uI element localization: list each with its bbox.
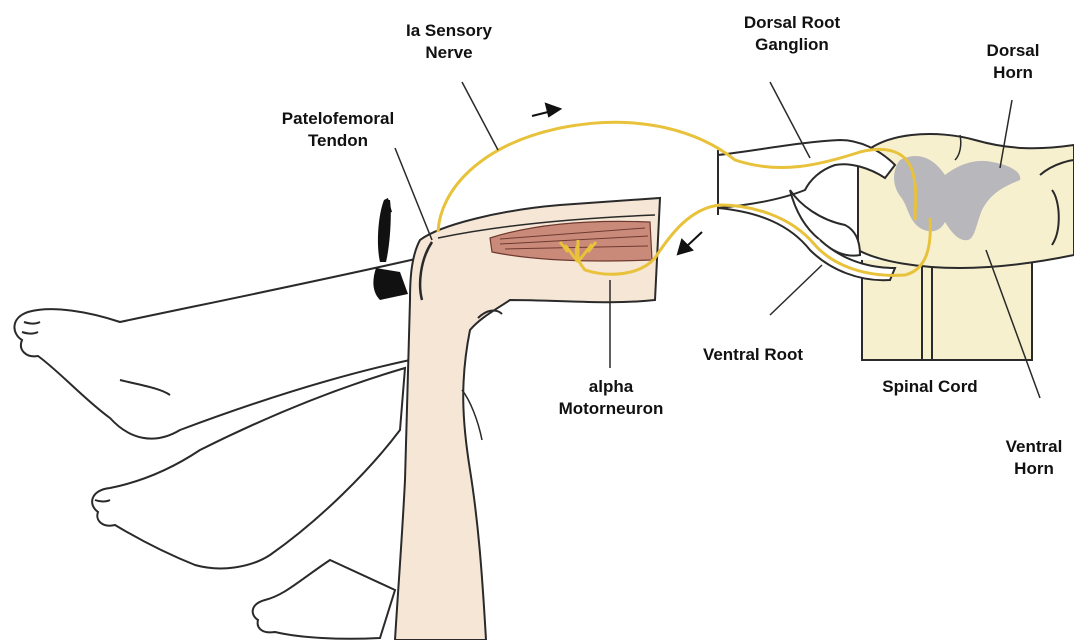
ventral-root-label: Ventral Root: [703, 344, 803, 366]
motorneuron-label-line1: alpha: [559, 376, 664, 398]
reflex-hammer: [373, 198, 408, 300]
drg-label-line2: Ganglion: [744, 34, 840, 56]
leader-sensory-nerve: [462, 82, 498, 150]
drg-label-line1: Dorsal Root: [744, 12, 840, 34]
spinal-cord-cross-section: [858, 134, 1074, 268]
motorneuron-label-line2: Motorneuron: [559, 398, 664, 420]
sensory-nerve-label-line2: Nerve: [406, 42, 492, 64]
spinal-cord-label-text: Spinal Cord: [882, 376, 977, 398]
ventral-horn-label-line2: Horn: [1006, 458, 1063, 480]
tendon-label-line2: Tendon: [282, 130, 394, 152]
dorsal-horn-label: Dorsal Horn: [987, 40, 1040, 84]
tendon-label-line1: Patelofemoral: [282, 108, 394, 130]
afferent-arrow: [532, 104, 560, 116]
leader-ventral-root: [770, 265, 822, 315]
leg-lower-position: [253, 560, 395, 639]
drg-label: Dorsal Root Ganglion: [744, 12, 840, 56]
motorneuron-label: alpha Motorneuron: [559, 376, 664, 420]
ventral-horn-label-line1: Ventral: [1006, 436, 1063, 458]
dorsal-horn-label-line1: Dorsal: [987, 40, 1040, 62]
sensory-nerve-label-line1: Ia Sensory: [406, 20, 492, 42]
efferent-arrow: [678, 232, 702, 254]
ventral-horn-label: Ventral Horn: [1006, 436, 1063, 480]
spinal-cord-label: Spinal Cord: [882, 376, 977, 398]
tendon-label: Patelofemoral Tendon: [282, 108, 394, 152]
dorsal-horn-label-line2: Horn: [987, 62, 1040, 84]
leader-tendon: [395, 148, 432, 240]
sensory-nerve-label: Ia Sensory Nerve: [406, 20, 492, 64]
ventral-root-label-text: Ventral Root: [703, 344, 803, 366]
